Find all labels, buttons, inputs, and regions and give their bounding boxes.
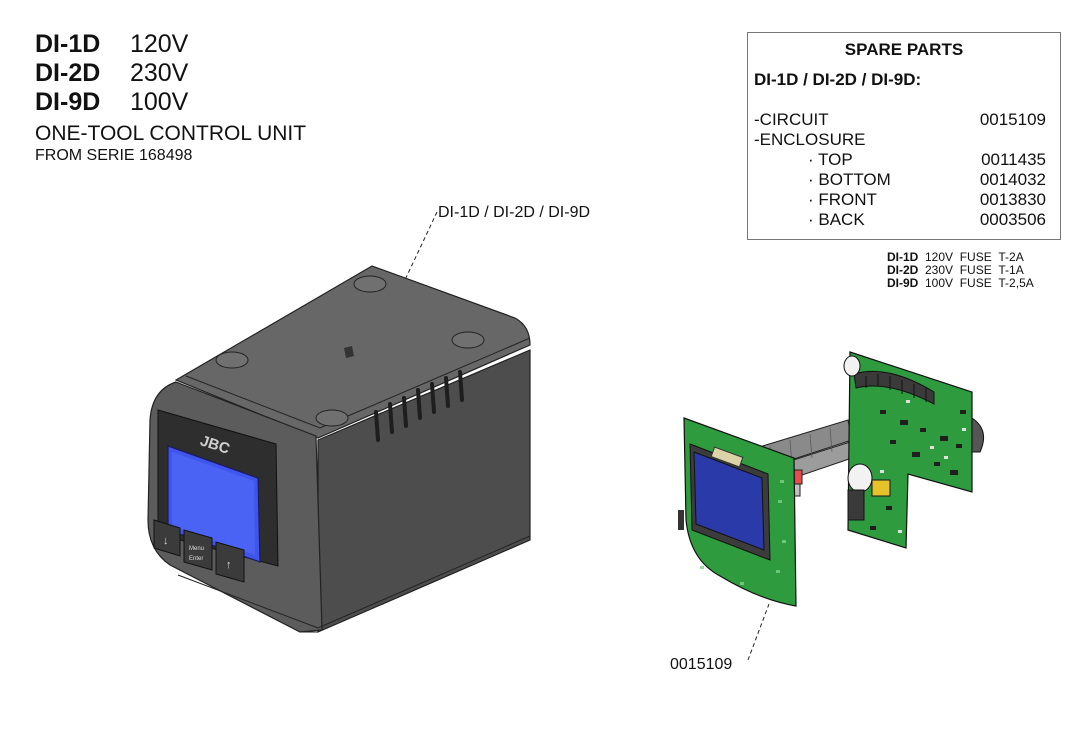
model-voltage: 100V: [129, 88, 189, 116]
unit-down-button: ↓: [153, 519, 181, 557]
heatsink: [853, 370, 935, 405]
page-title: ONE-TOOL CONTROL UNIT: [35, 122, 307, 145]
unit-foot: [451, 331, 485, 349]
unit-seam-top: [185, 337, 531, 429]
unit-callout-label: DI-1D / DI-2D / DI-9D: [438, 204, 591, 221]
page-subtitle: FROM SERIE 168498: [35, 147, 193, 164]
unit-leader-line: [403, 211, 438, 283]
spare-parts-models: DI-1D / DI-2D / DI-9D:: [754, 70, 922, 89]
model-code: DI-9D: [35, 88, 101, 116]
unit-foot: [315, 409, 349, 427]
model-line-1: DI-1D 120V: [35, 30, 188, 59]
model-code: DI-1D: [35, 30, 101, 58]
unit-foot: [215, 351, 249, 369]
menu-label: Menu: [189, 546, 204, 552]
control-unit-illustration: JBC ↓ Menu Enter ↑: [147, 265, 531, 633]
power-socket: [971, 417, 985, 453]
transformer: [847, 489, 865, 521]
circuit-callout-label: 0015109: [670, 656, 733, 673]
enter-label: Enter: [189, 556, 203, 562]
spare-parts-table: SPARE PARTS DI-1D / DI-2D / DI-9D: -CIRC…: [747, 32, 1061, 240]
unit-up-button: ↑: [215, 541, 245, 583]
capacitor-large: [847, 463, 873, 493]
down-arrow-icon: ↓: [163, 535, 169, 547]
main-pcb: [847, 351, 973, 549]
model-line-3: DI-9D 100V: [35, 88, 188, 117]
circuit-board-illustration: [678, 351, 985, 607]
unit-vents: [374, 370, 464, 442]
unit-menu-button: Menu Enter: [183, 529, 213, 571]
fuse-holder: [871, 479, 891, 497]
side-tab: [678, 510, 684, 530]
capacitor: [843, 355, 861, 377]
up-arrow-icon: ↑: [226, 559, 232, 571]
unit-foot: [353, 275, 387, 293]
unit-display-screen-inner: [172, 452, 255, 555]
unit-seam-bottom: [177, 535, 531, 629]
lcd-screen: [693, 451, 765, 551]
model-line-2: DI-2D 230V: [35, 59, 188, 88]
model-voltage: 120V: [129, 30, 189, 58]
unit-top-label-mark: [344, 346, 354, 358]
model-list: DI-1D 120V DI-2D 230V DI-9D 100V: [35, 30, 188, 117]
circuit-leader-line: [747, 603, 770, 661]
spare-parts-title: SPARE PARTS: [844, 40, 964, 59]
model-voltage: 230V: [129, 59, 189, 87]
lcd-connector: [710, 446, 744, 468]
model-code: DI-2D: [35, 59, 101, 87]
